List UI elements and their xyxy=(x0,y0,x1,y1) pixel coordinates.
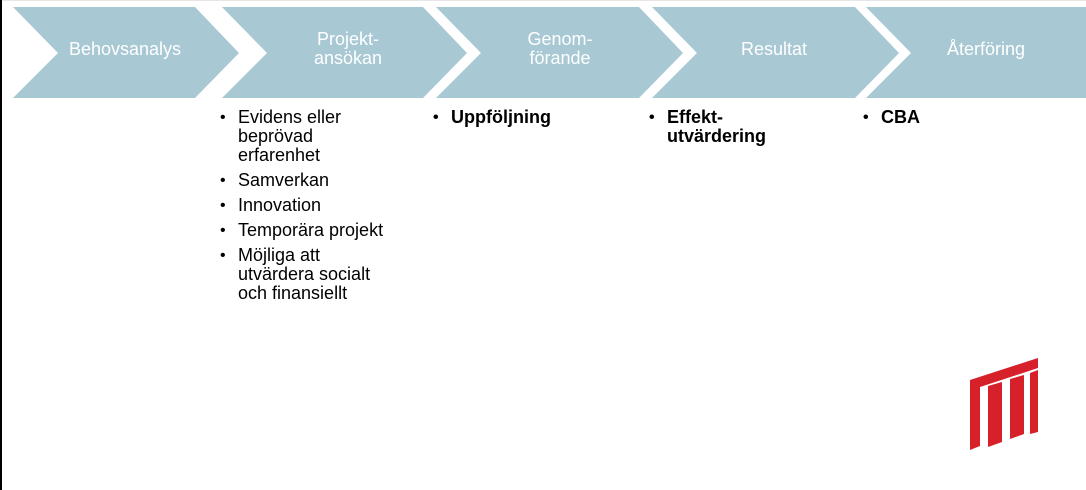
bullet-item: Temporära projekt xyxy=(218,221,398,241)
chevron-label-genomforande: Genom- förande xyxy=(527,29,593,68)
chevron-step-2 xyxy=(222,7,467,98)
bullet-item: CBA xyxy=(861,108,1051,128)
red-stripes-logo-icon xyxy=(970,358,1038,450)
bullet-item: Evidens eller beprövad erfarenhet xyxy=(218,108,398,165)
left-border xyxy=(0,0,2,490)
column-aterforing: CBA xyxy=(861,108,1051,133)
bullet-list-aterforing: CBA xyxy=(861,108,1051,128)
chevron-step-4 xyxy=(652,7,899,98)
chevron-step-1 xyxy=(13,7,239,98)
process-chevron-bar xyxy=(13,7,1086,98)
chevron-label-behovsanalys: Behovsanalys xyxy=(68,38,182,59)
bullet-list-resultat: Effekt- utvärdering xyxy=(647,108,837,146)
chevron-step-3 xyxy=(436,7,683,98)
column-projektansokan: Evidens eller beprövad erfarenhet Samver… xyxy=(218,108,398,309)
column-resultat: Effekt- utvärdering xyxy=(647,108,837,152)
bullet-list-projektansokan: Evidens eller beprövad erfarenhet Samver… xyxy=(218,108,398,303)
chevron-label-aterforing: Återföring xyxy=(946,38,1026,59)
bullet-list-genomforande: Uppföljning xyxy=(431,108,621,128)
bullet-item: Samverkan xyxy=(218,171,398,191)
bullet-item: Uppföljning xyxy=(431,108,621,128)
top-border xyxy=(0,0,1086,1)
chevron-label-projektansokan: Projekt- ansökan xyxy=(313,29,383,68)
chevron-step-5 xyxy=(866,7,1086,98)
bullet-item: Effekt- utvärdering xyxy=(647,108,837,146)
chevron-label-resultat: Resultat xyxy=(740,38,808,59)
bullet-item: Innovation xyxy=(218,196,398,216)
column-genomforande: Uppföljning xyxy=(431,108,621,133)
bullet-item: Möjliga att utvärdera socialt och finans… xyxy=(218,246,398,303)
